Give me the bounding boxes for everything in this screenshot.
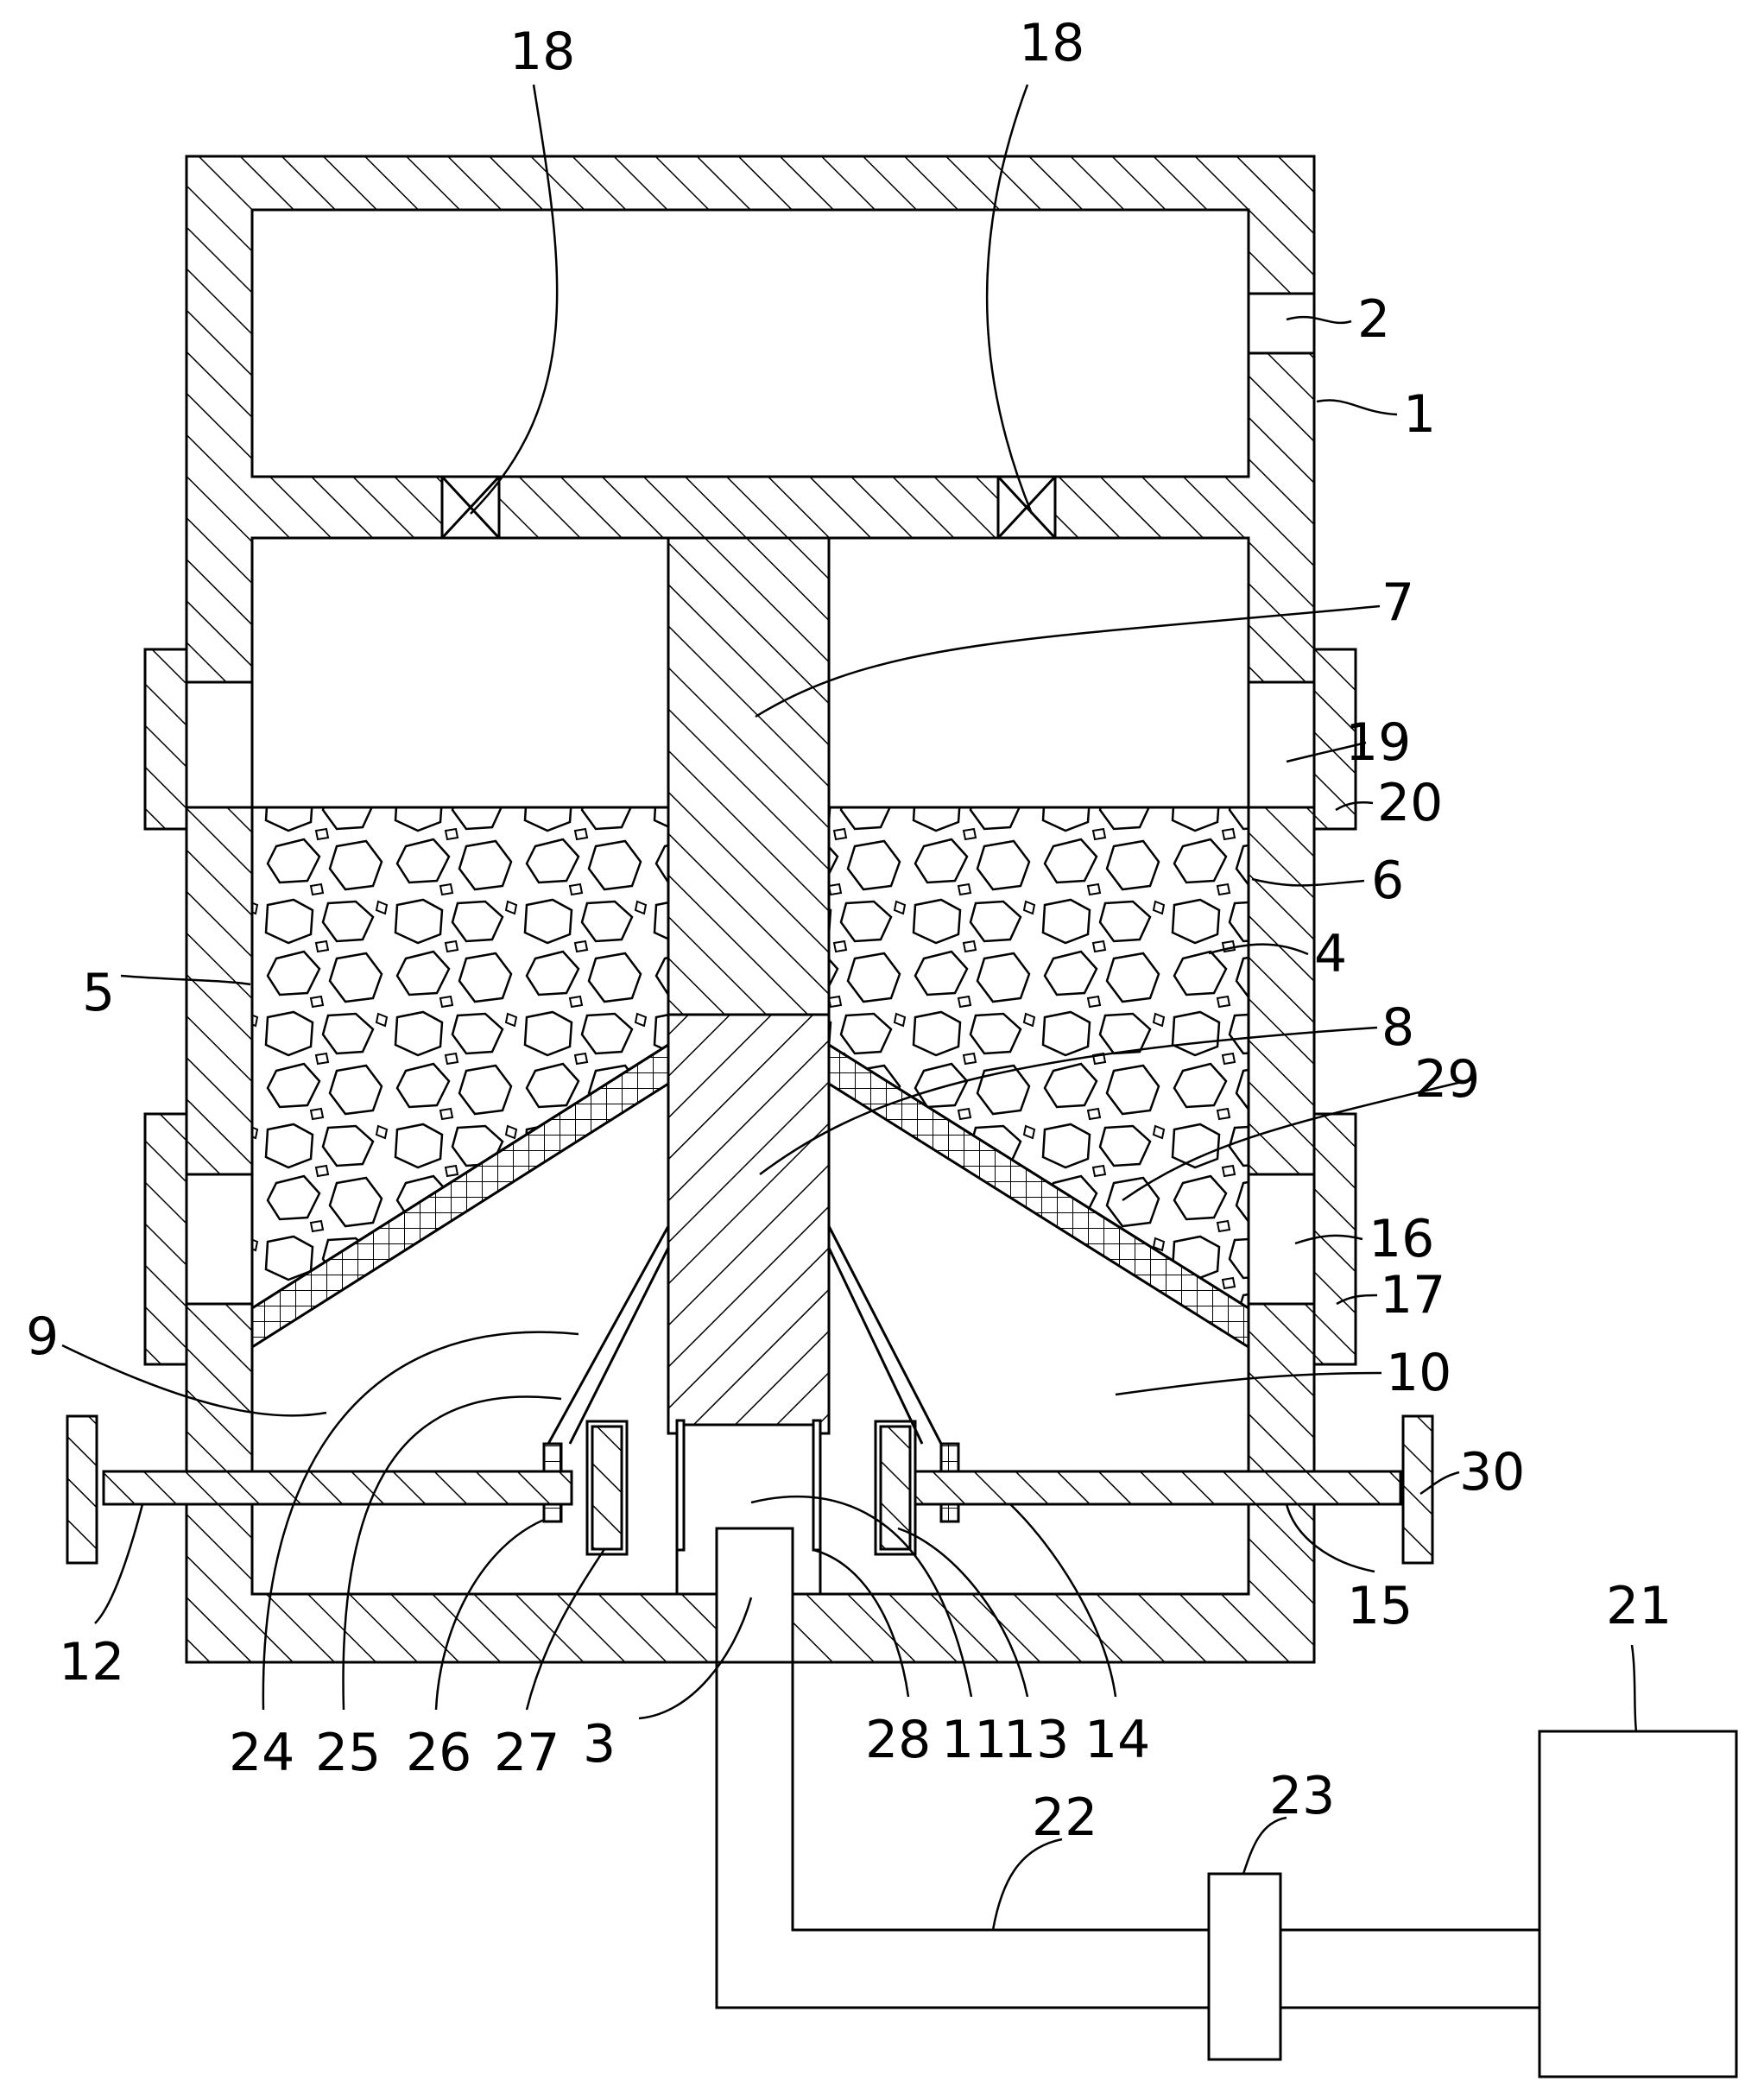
side-window-left-lower xyxy=(185,1173,254,1306)
label-17: 17 xyxy=(1380,1265,1445,1325)
screen-left xyxy=(250,1042,670,1350)
label-13: 13 xyxy=(1003,1710,1069,1770)
label-11: 11 xyxy=(941,1710,1007,1770)
handle-left xyxy=(66,1414,98,1565)
cover-right-upper xyxy=(1312,648,1357,831)
shaft-left xyxy=(102,1470,573,1506)
filter-media-left xyxy=(250,806,670,1311)
pipe-line xyxy=(715,1662,1540,2009)
label-8: 8 xyxy=(1381,997,1414,1058)
label-27: 27 xyxy=(494,1723,560,1783)
label-18-left: 18 xyxy=(509,22,575,82)
label-7: 7 xyxy=(1381,573,1414,633)
tank-21 xyxy=(1538,1730,1738,2078)
cover-left-upper xyxy=(143,648,188,831)
label-20: 20 xyxy=(1377,773,1443,833)
pump-23 xyxy=(1207,1872,1282,2061)
scraper-arm-left xyxy=(547,1225,670,1445)
label-25: 25 xyxy=(315,1723,381,1783)
cover-right-lower xyxy=(1312,1112,1357,1366)
valve-right xyxy=(996,475,1057,540)
label-3: 3 xyxy=(583,1714,616,1775)
inlet-port xyxy=(1247,292,1316,355)
shaft-right xyxy=(914,1470,1402,1506)
cam-right xyxy=(879,1425,912,1551)
cam-right-outline xyxy=(874,1420,917,1556)
filter-media-right xyxy=(827,806,1250,1311)
cam-left-outline xyxy=(585,1420,629,1556)
label-2: 2 xyxy=(1357,289,1390,350)
seal-left xyxy=(675,1419,686,1552)
label-30: 30 xyxy=(1459,1442,1525,1502)
seal-right xyxy=(812,1419,822,1552)
side-window-left-upper xyxy=(185,680,254,809)
bearing-left-bottom xyxy=(542,1502,563,1523)
label-18-right: 18 xyxy=(1019,13,1084,73)
label-12: 12 xyxy=(59,1632,124,1692)
side-window-right-lower xyxy=(1247,1173,1316,1306)
cover-left-lower xyxy=(143,1112,188,1366)
label-22: 22 xyxy=(1032,1787,1097,1848)
screen-right xyxy=(827,1042,1250,1350)
label-16: 16 xyxy=(1369,1209,1434,1269)
label-21: 21 xyxy=(1606,1576,1672,1636)
outlet-pipe xyxy=(715,1527,794,1664)
label-6: 6 xyxy=(1371,851,1404,911)
label-14: 14 xyxy=(1084,1710,1150,1770)
partition-lower xyxy=(667,1013,831,1435)
label-1: 1 xyxy=(1403,384,1436,445)
bearing-left-top xyxy=(542,1442,563,1473)
label-28: 28 xyxy=(865,1710,931,1770)
label-5: 5 xyxy=(82,963,115,1023)
bearing-right-top xyxy=(939,1442,960,1473)
scraper-arm-right xyxy=(827,1225,943,1445)
label-24: 24 xyxy=(229,1723,294,1783)
side-window-right-upper xyxy=(1247,680,1316,809)
bearing-right-bottom xyxy=(939,1502,960,1523)
label-10: 10 xyxy=(1386,1343,1451,1403)
label-4: 4 xyxy=(1314,924,1347,984)
label-15: 15 xyxy=(1347,1576,1413,1636)
cam-left xyxy=(591,1425,623,1551)
label-26: 26 xyxy=(406,1723,471,1783)
valve-left xyxy=(440,475,501,540)
partition-upper xyxy=(667,536,831,1016)
label-23: 23 xyxy=(1269,1766,1335,1826)
label-29: 29 xyxy=(1414,1049,1480,1110)
label-9: 9 xyxy=(26,1306,59,1367)
label-19: 19 xyxy=(1345,712,1411,773)
